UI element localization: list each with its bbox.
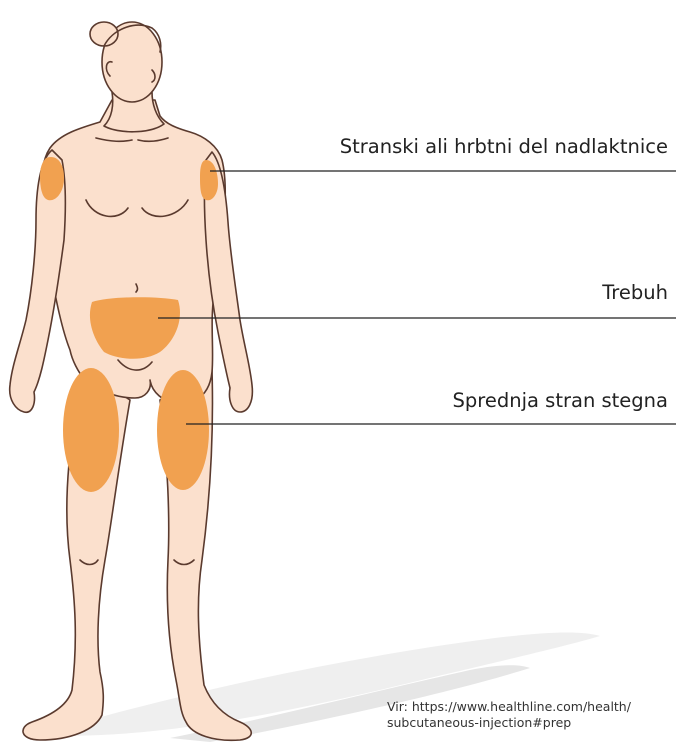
injection-site-right-thigh [157, 370, 209, 490]
injection-site-left-thigh [63, 368, 119, 492]
label-upper-arm: Stranski ali hrbtni del nadlaktnice [340, 137, 668, 157]
human-figure [10, 22, 253, 740]
label-thigh: Sprednja stran stegna [453, 391, 668, 411]
source-citation: Vir: https://www.healthline.com/health/ … [387, 699, 631, 731]
source-line-1: Vir: https://www.healthline.com/health/ [387, 699, 631, 715]
source-line-2: subcutaneous-injection#prep [387, 715, 631, 731]
label-abdomen: Trebuh [602, 283, 668, 303]
